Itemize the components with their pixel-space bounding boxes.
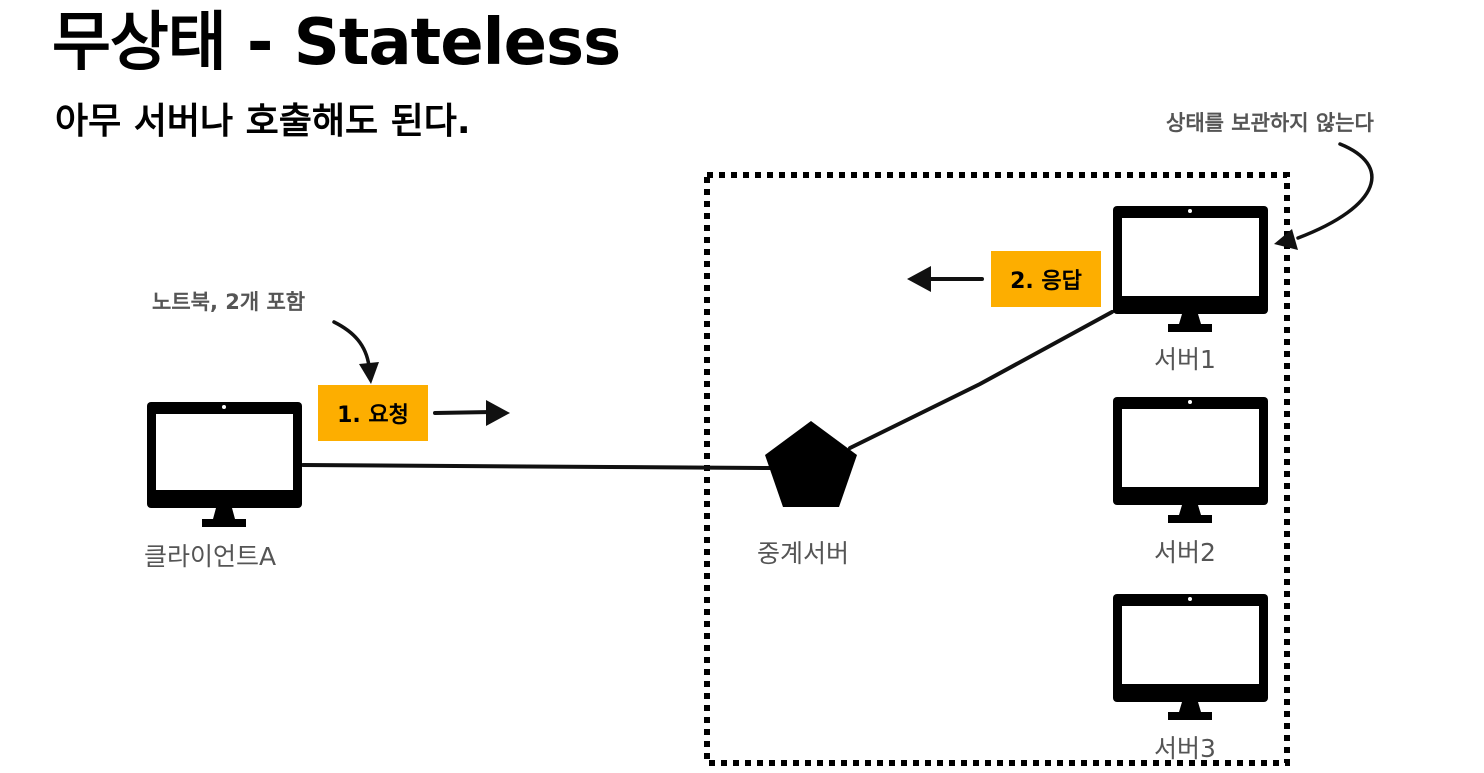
proxy-label: 중계서버 (757, 539, 850, 568)
server1-monitor-icon (1113, 206, 1268, 332)
request-arrow-icon (433, 400, 510, 426)
client-monitor-icon (147, 402, 302, 527)
client-note: 노트북, 2개 포함 (152, 290, 306, 314)
response-arrow-icon (907, 266, 984, 292)
proxy-pentagon-icon (765, 421, 857, 507)
server2-label: 서버2 (1154, 538, 1216, 567)
server3-label: 서버3 (1154, 734, 1216, 763)
client-label: 클라이언트A (144, 542, 277, 571)
page-subtitle: 아무 서버나 호출해도 된다. (55, 101, 471, 142)
server2-monitor-icon (1113, 397, 1268, 523)
stateless-note: 상태를 보관하지 않는다 (1166, 111, 1374, 135)
proxy-server1-line (848, 310, 1114, 450)
client-proxy-line (301, 463, 772, 470)
stateless-note-arrow-icon (1274, 142, 1374, 250)
client-note-arrow-icon (332, 320, 379, 384)
request-badge: 1. 요청 (318, 385, 428, 441)
response-badge: 2. 응답 (991, 251, 1101, 307)
page-title: 무상태 - Stateless (52, 6, 621, 80)
server3-monitor-icon (1113, 594, 1268, 720)
server1-label: 서버1 (1154, 345, 1216, 374)
